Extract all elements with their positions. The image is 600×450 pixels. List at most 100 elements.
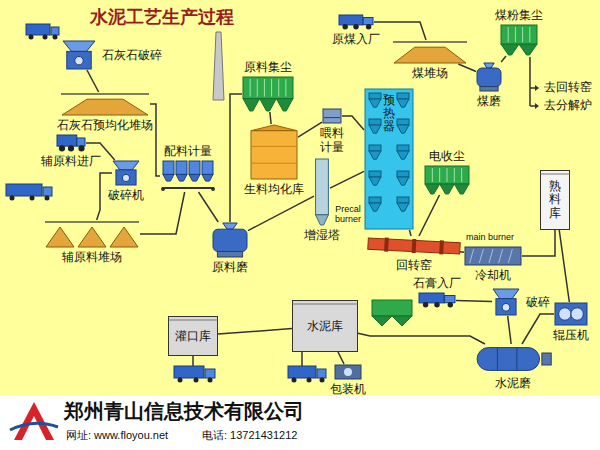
- cyclone-cone: [369, 203, 381, 211]
- flow-line: [456, 301, 492, 302]
- filter-body: [243, 77, 293, 99]
- equipment-label: 煤粉集尘: [493, 8, 545, 22]
- batch-bin: [202, 161, 213, 174]
- flow-line: [150, 104, 160, 176]
- crusher-rotor: [122, 174, 129, 181]
- stockpile: [394, 47, 466, 63]
- truck-wheel: [307, 378, 312, 383]
- filter-bag: [439, 168, 440, 182]
- flow-line: [218, 329, 292, 335]
- truck-wheel: [292, 378, 297, 383]
- conveyor: [45, 221, 139, 223]
- equipment-node: 配料计量: [160, 160, 216, 192]
- truck-wheel: [45, 196, 50, 201]
- filter-body: [425, 166, 469, 184]
- silo-box: [541, 171, 570, 230]
- cyclone-top: [369, 197, 381, 203]
- cooler-grate: [479, 249, 483, 263]
- kiln-ring: [439, 240, 444, 254]
- equipment-node: 生料均化库: [250, 124, 298, 180]
- crusher-rotor: [502, 303, 510, 311]
- cyclone-top: [369, 171, 381, 177]
- flow-line: [559, 230, 569, 302]
- truck-wheel: [194, 378, 199, 383]
- arrowhead: [535, 85, 539, 91]
- arrowhead: [535, 103, 539, 109]
- cyclone-top: [397, 93, 409, 99]
- truck-wheel: [342, 24, 347, 29]
- equipment-node: 原煤入厂: [338, 14, 374, 30]
- filter-bag: [454, 168, 455, 182]
- equipment-label: 熟料库: [547, 180, 563, 220]
- equipment-node: 破碎机: [112, 160, 140, 186]
- filter-bag: [257, 79, 258, 97]
- batch-bin: [176, 161, 187, 174]
- annotation-label: 电话: 13721431212: [200, 429, 299, 442]
- kiln-group: [368, 237, 461, 256]
- equipment-icon: [368, 236, 460, 256]
- filter-hopper: [276, 99, 293, 111]
- filter-bag: [432, 168, 433, 182]
- filter-hopper: [519, 44, 537, 55]
- silo-roof-line: [541, 174, 570, 175]
- truck-wheel: [43, 35, 48, 40]
- flow-line: [460, 251, 464, 253]
- crusher-body: [496, 299, 516, 315]
- chimney: [213, 32, 224, 100]
- equipment-icon: [322, 108, 342, 124]
- equipment-label: 原煤入厂: [330, 32, 382, 46]
- equipment-node: 石灰石预均化堆场: [60, 92, 150, 116]
- equipment-node: 水泥磨: [474, 344, 552, 374]
- filter-hopper: [425, 184, 440, 194]
- crusher-body: [67, 51, 91, 69]
- silo-roof-line: [169, 320, 218, 321]
- feeder-body: [323, 109, 341, 123]
- cyclone-cone: [369, 151, 381, 159]
- chute: [301, 352, 303, 366]
- equipment-label: 预热器: [381, 94, 397, 134]
- equipment-label: 喂料计量: [318, 126, 346, 154]
- bin-cone: [163, 174, 174, 181]
- cyclone-cone: [397, 151, 409, 159]
- cyclone-cone: [369, 177, 381, 185]
- annotation-label: 郑州青山信息技术有限公司: [62, 400, 306, 423]
- equipment-node: 预热器: [364, 88, 414, 230]
- mill-body: [213, 229, 247, 251]
- equipment-icon: [60, 92, 150, 116]
- chute: [192, 356, 194, 366]
- equipment-node: 石灰石破碎: [62, 40, 96, 70]
- cyclone-cone: [397, 125, 409, 133]
- filter-bag: [278, 79, 279, 97]
- mill-base: [217, 252, 242, 257]
- flow-line: [508, 316, 511, 344]
- crusher-hopper: [113, 161, 139, 170]
- annotation-label: 去分解炉: [542, 99, 594, 113]
- truck-wheel: [68, 145, 74, 151]
- equipment-label: 辅原料进厂: [39, 154, 103, 168]
- preheater-frame: [365, 89, 413, 229]
- truck-wheel: [78, 145, 84, 151]
- equipment-icon: [242, 76, 294, 112]
- feeder-belt: [324, 117, 340, 118]
- equipment-icon: [250, 124, 298, 180]
- annotation-label: Precal burner: [331, 204, 365, 225]
- flow-line: [522, 314, 554, 344]
- annotation-label: 去回转窑: [542, 81, 594, 95]
- equipment-icon: [338, 14, 374, 30]
- cyclone-top: [369, 145, 381, 151]
- truck-cab: [51, 27, 59, 35]
- equipment-label: 煤磨: [475, 94, 503, 108]
- truck-cab: [43, 187, 52, 196]
- equipment-label: 原料磨: [210, 260, 250, 274]
- equipment-icon: [44, 220, 140, 248]
- equipment-node: 电收尘: [424, 165, 470, 195]
- filter-bag: [522, 27, 523, 42]
- truck-cab: [363, 18, 373, 25]
- cooler-grate: [470, 249, 474, 263]
- kiln-ring: [384, 237, 389, 251]
- equipment-label: 破碎: [524, 295, 552, 309]
- filter-bag: [285, 79, 286, 97]
- equipment-node: 水泥库: [292, 300, 358, 352]
- filter-bag: [271, 79, 272, 97]
